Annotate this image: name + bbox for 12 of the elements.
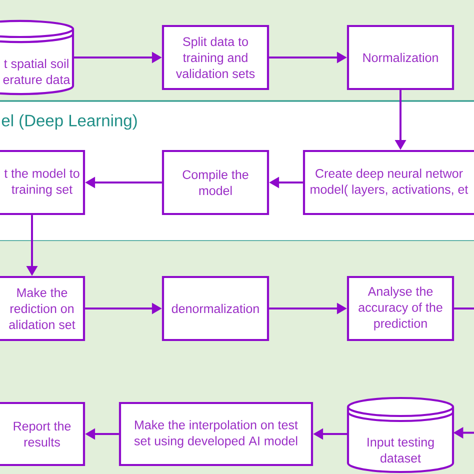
process-box: Make the interpolation on test set using developed AI model xyxy=(118,402,314,466)
process-box: Compile the model xyxy=(162,150,270,216)
database-cylinder: Input testing dataset xyxy=(346,396,454,474)
process-box: Create deep neural networ model( layers, activations, et xyxy=(302,150,474,216)
process-box: Normalization xyxy=(346,24,454,90)
database-cylinder: t spatial soil erature data xyxy=(0,20,74,96)
process-box: denormalization xyxy=(162,276,270,342)
process-box: Report the results xyxy=(0,402,86,466)
process-box: Make the rediction on alidation set xyxy=(0,276,86,342)
process-box: Analyse the accuracy of the prediction xyxy=(346,276,454,342)
process-box: Split data to training and validation sets xyxy=(162,24,270,90)
process-box: t the model to training set xyxy=(0,150,86,216)
